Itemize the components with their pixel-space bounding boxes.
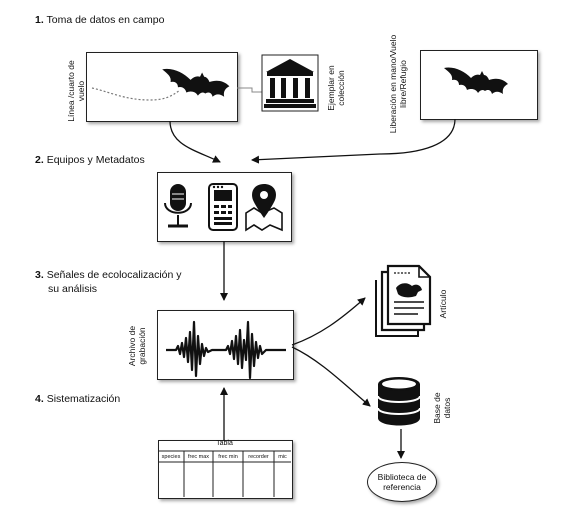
step-2-text: Equipos y Metadatos (46, 154, 145, 166)
microphone-icon (164, 184, 192, 228)
step-3-heading: 3. Señales de ecolocalización y su análi… (35, 268, 182, 296)
step-1-text: Toma de datos en campo (46, 14, 165, 26)
waveform-icon (166, 320, 286, 380)
museum-icon (261, 54, 319, 112)
database-icon (377, 377, 421, 426)
arrow-recording-to-article (291, 297, 366, 346)
reference-library-node: Biblioteca de referencia (367, 462, 437, 502)
step-4-heading: 4. Sistematización (35, 393, 120, 405)
step-1-heading: 1. Toma de datos en campo (35, 14, 164, 26)
reference-library-label: Biblioteca de referencia (377, 472, 427, 492)
recording-box (157, 310, 294, 380)
table-header-frec-min: frec min (218, 454, 238, 460)
bat-icon (162, 68, 230, 97)
table-grid (158, 450, 291, 497)
step-4-number: 4. (35, 393, 44, 405)
step-1-number: 1. (35, 14, 44, 26)
bat-icon (444, 67, 508, 94)
specimen-connector (237, 87, 262, 93)
table-title: Tabla (216, 440, 233, 447)
step-2-number: 2. (35, 154, 44, 166)
step-3-text-line1: Señales de ecolocalización y (46, 269, 182, 281)
table-header-recorder: recorder (248, 454, 269, 460)
step-3-text-line2: su análisis (48, 283, 98, 295)
step-3-number: 3. (35, 269, 44, 281)
map-pin-icon (245, 184, 283, 232)
table-header-frec-max: frec max (187, 454, 210, 460)
step-4-text: Sistematización (46, 393, 121, 405)
document-icon (375, 264, 432, 337)
arrow-recording-to-database (291, 346, 371, 407)
table-header-species: species (161, 454, 181, 460)
arrow-release-to-equipment (251, 118, 456, 164)
arrow-flight-to-equipment (169, 120, 221, 163)
table-header-mic: mic (278, 454, 287, 460)
recorder-icon (208, 183, 238, 231)
data-table (158, 440, 293, 499)
flight-path-line (91, 87, 181, 101)
step-2-heading: 2. Equipos y Metadatos (35, 154, 145, 166)
